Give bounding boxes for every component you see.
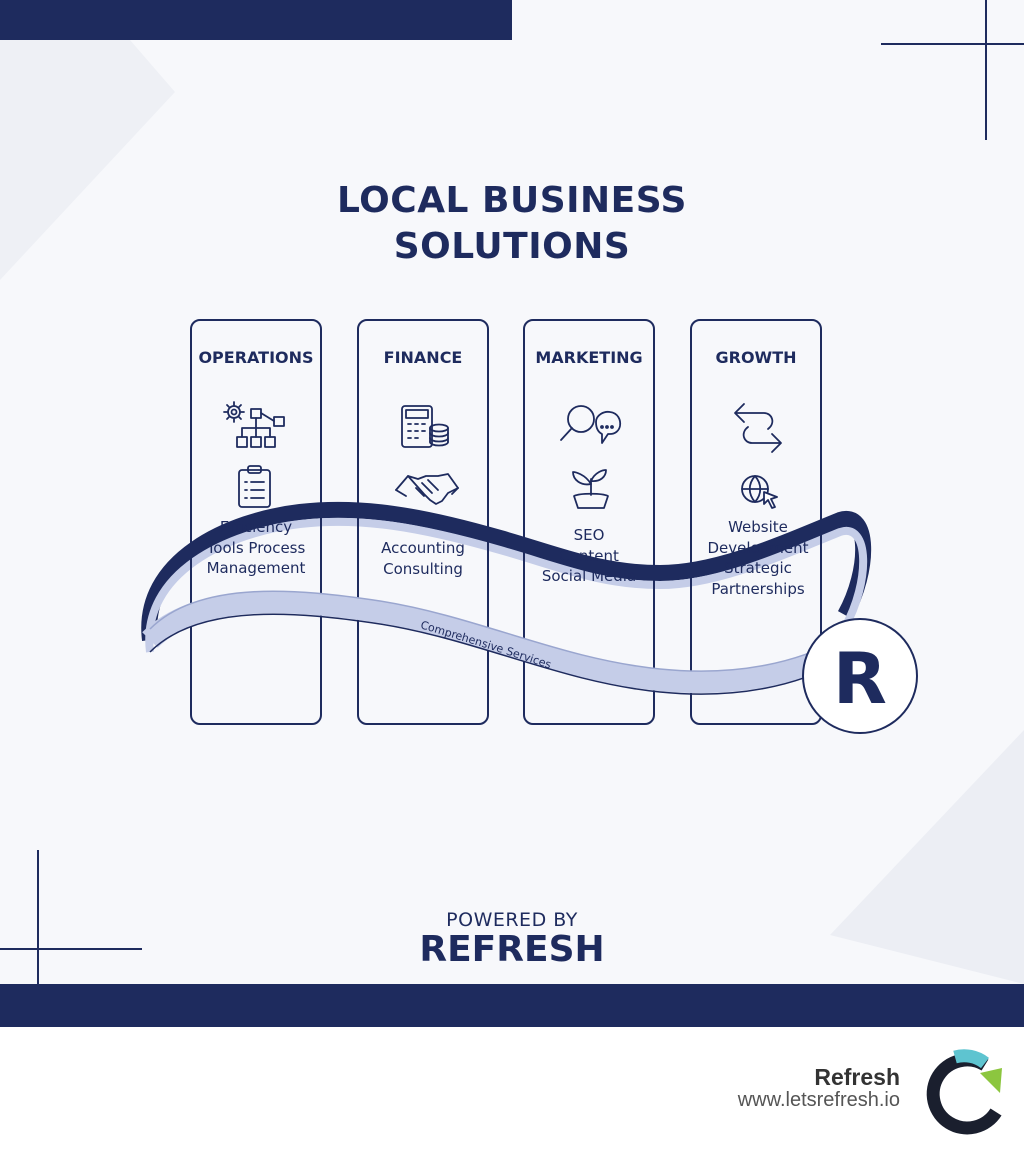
top-accent-bar [0,0,512,40]
list-item: Development [707,538,809,557]
title-line-1: LOCAL BUSINESS [337,180,687,221]
card-finance [357,319,489,725]
footer-url[interactable]: www.letsrefresh.io [737,1089,900,1111]
plant-sprout-icon [572,469,609,509]
bottom-accent-bar [0,984,1024,1026]
card-items-finance: Accounting Consulting [348,538,498,579]
handshake-icon [395,473,459,505]
card-title-finance: FINANCE [383,348,463,367]
list-item: Website [728,518,788,536]
title-line-2: SOLUTIONS [393,226,631,267]
card-title-growth: GROWTH [715,348,797,367]
card-items-marketing: SEO Content Social Media [514,525,664,587]
list-item: Accounting [381,539,465,557]
sync-arrows-icon [734,403,782,453]
card-marketing [523,319,655,725]
page-title: LOCAL BUSINESS SOLUTIONS [212,178,812,270]
list-item: Management [206,559,306,577]
card-icons [223,401,782,509]
list-item: SEO [573,526,605,544]
list-item: Partnerships [711,579,805,598]
card-title-marketing: MARKETING [535,348,643,367]
list-item: Social Media [541,567,637,585]
globe-cursor-icon [741,475,778,509]
card-growth [690,319,822,725]
card-title-operations: OPERATIONS [198,348,314,367]
card-items-growth: Website Development Strategic Partnershi… [683,517,833,599]
services-ribbon-back [141,501,872,653]
list-item: Tools Process [206,538,306,557]
footer-divider [0,1025,1024,1027]
card-items-operations: Efficiency Tools Process Management [181,517,331,579]
background-decoration [0,0,1024,984]
card-operations [190,319,322,725]
powered-by-label: POWERED BY [446,909,578,931]
gear-workflow-icon [223,401,285,448]
r-logo-badge: R [802,618,918,734]
list-item: Content [559,546,619,565]
magnifier-chat-icon [560,405,622,444]
brand-name: REFRESH [419,929,605,970]
clipboard-checklist-icon [238,465,271,508]
services-ribbon-front: Comprehensive Services R [142,590,918,734]
list-item: Efficiency [219,518,293,536]
list-item: Consulting [383,559,463,578]
calculator-coins-icon [401,405,449,448]
r-logo-letter: R [833,638,887,720]
refresh-logo-icon [926,1049,1002,1135]
list-item: Strategic [724,559,792,577]
footer-brand-name: Refresh [814,1064,900,1090]
